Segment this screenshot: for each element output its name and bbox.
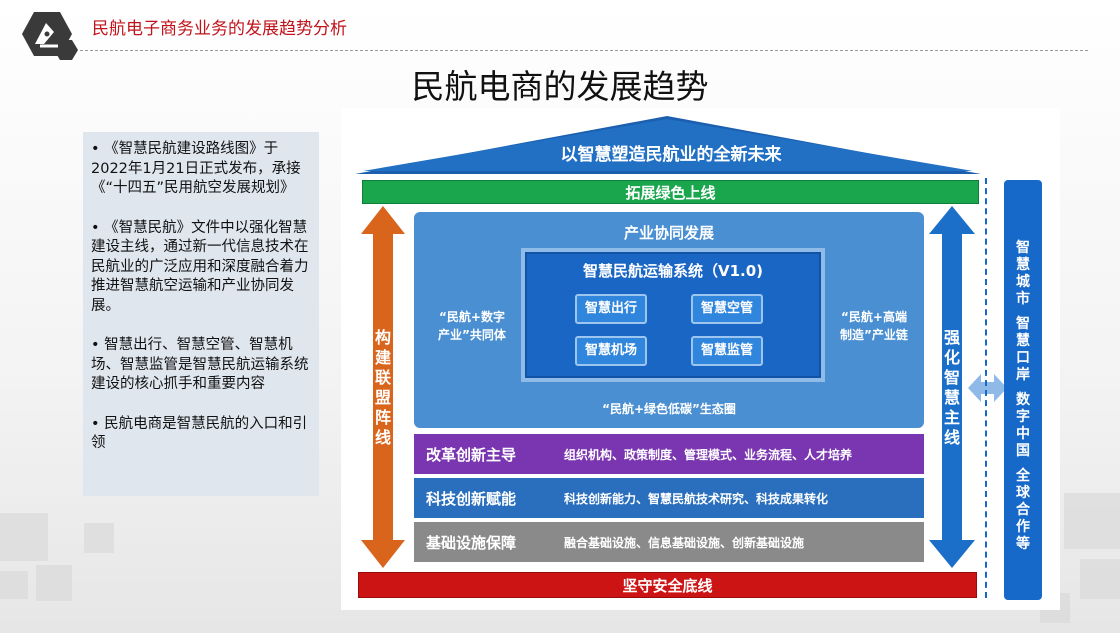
red-line-bar: 坚守安全底线 — [358, 572, 977, 598]
header-divider — [80, 50, 1088, 51]
core-system-box: 智慧民航运输系统（V1.0) 智慧出行 智慧空管 智慧机场 智慧监管 — [521, 248, 825, 382]
layer-infra: 基础设施保障 融合基础设施、信息基础设施、创新基础设施 — [414, 522, 924, 562]
eco-text: “民航+绿色低碳”生态圈 — [602, 402, 736, 416]
right-pillar: 智慧城市 智慧口岸 数字中国 全球合作等 — [1004, 180, 1042, 600]
left-arrow-label: 构建联 盟阵线 — [374, 328, 391, 447]
page-title: 民航电商的发展趋势 — [411, 67, 709, 106]
layer-tech: 科技创新赋能 科技创新能力、智慧民航技术研究、科技成果转化 — [414, 478, 924, 518]
core-item-travel: 智慧出行 — [575, 294, 647, 324]
bullet-item: • 《智慧民航》文件中以强化智慧建设主线，通过新一代信息技术在民航业的广泛应用和… — [91, 219, 309, 314]
bullet-item: • 智慧出行、智慧空管、智慧机场、智慧监管是智慧民航运输系统建设的核心抓手和重要… — [91, 337, 309, 392]
layer-desc: 融合基础设施、信息基础设施、创新基础设施 — [564, 536, 805, 550]
bullet-panel: • 《智慧民航建设路线图》于2022年1月21日正式发布，承接《“十四五”民用航… — [83, 132, 319, 496]
bullet-item: • 民航电商是智慧民航的入口和引领 — [91, 415, 308, 452]
layer-desc: 科技创新能力、智慧民航技术研究、科技成果转化 — [564, 492, 829, 506]
left-arrow-shape — [361, 206, 405, 568]
core-item-atc: 智慧空管 — [691, 294, 763, 324]
pillar-text: 智慧城市 智慧口岸 数字中国 全球合作等 — [1016, 240, 1030, 552]
bullet-item: • 《智慧民航建设路线图》于2022年1月21日正式发布，承接《“十四五”民用航… — [91, 141, 301, 196]
core-title: 智慧民航运输系统（V1.0) — [582, 262, 764, 280]
layer-reform: 改革创新主导 组织机构、政策制度、管理模式、业务流程、人才培养 — [414, 434, 924, 474]
right-arrow-shape — [929, 206, 975, 568]
synergy-title: 产业协同发展 — [623, 224, 714, 242]
connector-arrow — [968, 374, 1007, 402]
diagram-shapes — [355, 116, 1007, 568]
roof-text: 以智慧塑造民航业的全新未来 — [560, 145, 782, 165]
layer-desc: 组织机构、政策制度、管理模式、业务流程、人才培养 — [564, 448, 853, 462]
header-title: 民航电子商务业务的发展趋势分析 — [92, 19, 347, 39]
right-arrow-label: 强化智 慧主线 — [943, 328, 960, 447]
core-item-supervision: 智慧监管 — [691, 336, 763, 366]
left-side-text: “民航+数字产业”共同体 — [438, 310, 506, 342]
layer-name: 改革创新主导 — [426, 446, 517, 464]
green-line-bar: 拓展绿色上线 — [362, 180, 979, 204]
dashed-divider — [985, 178, 987, 598]
layer-name: 科技创新赋能 — [426, 490, 517, 508]
layer-name: 基础设施保障 — [426, 534, 517, 552]
industry-synergy-box: 产业协同发展 “民航+数字产业”共同体 “民航+高端制造”产业链 智慧民航运输系… — [414, 212, 924, 428]
smart-aviation-diagram: 以智慧塑造民航业的全新未来 拓展绿色上线 构建联 盟阵线 强化智 慧主线 产业协… — [341, 108, 1060, 610]
core-item-airport: 智慧机场 — [575, 336, 647, 366]
logo-icon — [22, 12, 78, 60]
right-side-text: “民航+高端制造”产业链 — [840, 310, 908, 342]
